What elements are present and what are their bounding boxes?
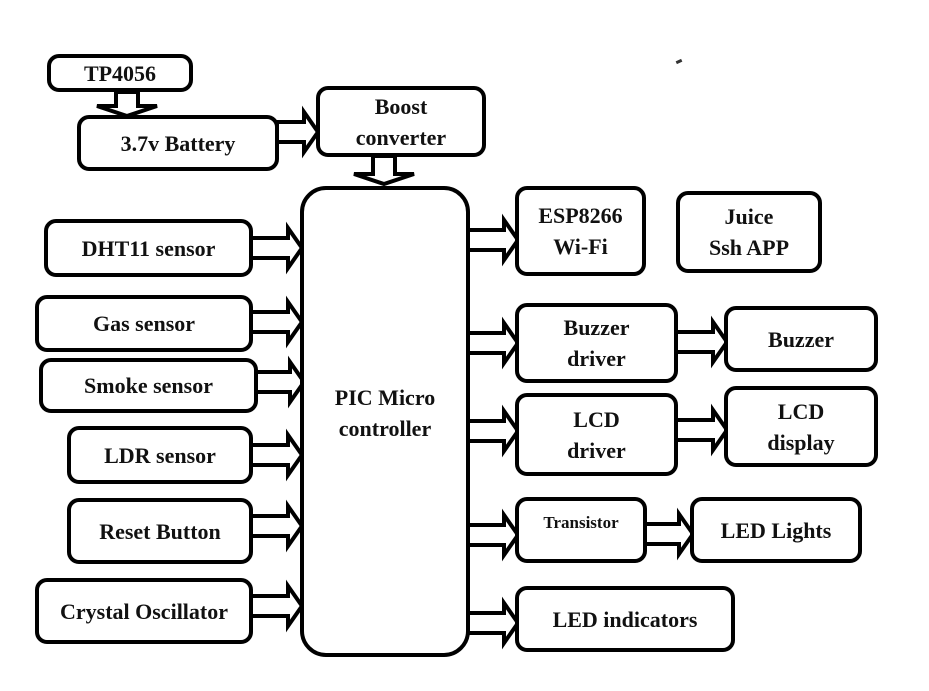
arrow-reset-to-mcu: [249, 499, 305, 553]
arrow-mcu-to-lcd-driver: [466, 404, 521, 458]
arrow-smoke-to-mcu: [254, 355, 307, 409]
crystal-oscillator-block: Crystal Oscillator: [35, 578, 253, 644]
arrow-mcu-to-led-indicators: [466, 596, 521, 650]
gas-sensor-block: Gas sensor: [35, 295, 253, 352]
arrow-mcu-to-esp: [466, 213, 521, 267]
tp4056-block: TP4056: [47, 54, 193, 92]
led-lights-block: LED Lights: [690, 497, 862, 563]
buzzer-driver-block: Buzzer driver: [515, 303, 678, 383]
arrow-boost-to-mcu: [353, 154, 415, 187]
buzzer-block: Buzzer: [724, 306, 878, 372]
arrow-ldr-to-mcu: [249, 428, 305, 482]
arrow-tp4056-to-battery: [96, 90, 158, 119]
arrow-mcu-to-buzzer-driver: [466, 316, 521, 370]
boost-converter-block: Boost converter: [316, 86, 486, 157]
ldr-sensor-block: LDR sensor: [67, 426, 253, 484]
arrow-dht11-to-mcu: [249, 221, 305, 275]
juice-ssh-app-block: Juice Ssh APP: [676, 191, 822, 273]
pic-microcontroller-block: PIC Micro controller: [300, 186, 470, 657]
arrow-gas-to-mcu: [249, 295, 305, 349]
arrow-buzzer-driver-to-buzzer: [674, 315, 730, 369]
led-indicators-block: LED indicators: [515, 586, 735, 652]
arrow-crystal-to-mcu: [249, 579, 305, 633]
lcd-display-block: LCD display: [724, 386, 878, 467]
esp8266-wifi-block: ESP8266 Wi-Fi: [515, 186, 646, 276]
battery-block: 3.7v Battery: [77, 115, 279, 171]
dht11-sensor-block: DHT11 sensor: [44, 219, 253, 277]
arrow-mcu-to-transistor: [466, 508, 521, 562]
smoke-sensor-block: Smoke sensor: [39, 358, 258, 413]
arrow-lcd-driver-to-lcd-display: [674, 403, 730, 457]
arrow-transistor-to-led-lights: [643, 507, 696, 561]
transistor-block: Transistor: [515, 497, 647, 563]
lcd-driver-block: LCD driver: [515, 393, 678, 476]
reset-button-block: Reset Button: [67, 498, 253, 564]
arrow-battery-to-boost: [275, 105, 321, 159]
